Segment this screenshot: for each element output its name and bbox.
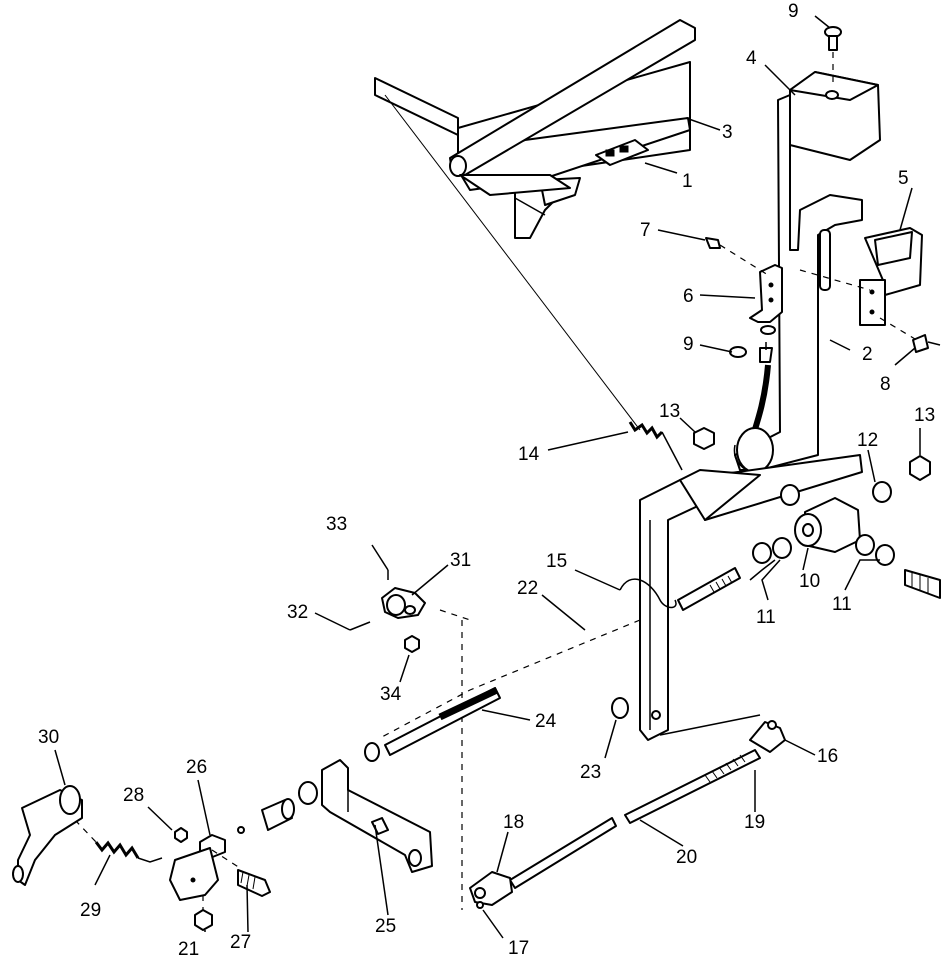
assembly-line <box>659 714 761 736</box>
callout-21: 21 <box>178 939 199 958</box>
callout-9-mid: 9 <box>683 334 694 355</box>
leader-lines <box>54 15 921 939</box>
part-15-strap <box>619 578 677 609</box>
callout-19: 19 <box>744 812 765 833</box>
callout-8: 8 <box>880 374 891 395</box>
part-10-bushing <box>794 497 861 553</box>
callout-29: 29 <box>80 900 101 921</box>
callout-3: 3 <box>722 122 733 143</box>
assembly-line <box>879 317 926 346</box>
assembly-line <box>211 849 241 869</box>
callout-32: 32 <box>287 602 308 623</box>
callout-13-right: 13 <box>914 405 935 426</box>
part-16-rod-end <box>749 720 786 753</box>
callout-18: 18 <box>503 812 524 833</box>
part-3-bracket <box>374 19 696 239</box>
callout-labels: 1 2 3 4 5 6 7 8 9 9 10 11 11 12 13 13 14… <box>38 1 935 958</box>
part-9-screw-top <box>824 26 842 85</box>
callout-17: 17 <box>508 938 529 958</box>
part-32-pin <box>349 621 371 631</box>
callout-24: 24 <box>535 711 557 732</box>
part-8-bolt <box>912 334 941 353</box>
part-22-cable-path <box>379 619 641 739</box>
part-17-pin <box>476 901 484 909</box>
callout-15: 15 <box>546 551 567 572</box>
part-12-washer <box>780 481 892 506</box>
part-7-screw <box>705 237 769 276</box>
callout-10: 10 <box>799 571 820 592</box>
part-24-cable-end <box>364 686 501 762</box>
part-28-nut <box>174 827 188 843</box>
part-31-clamp <box>381 587 426 619</box>
part-25-bracket <box>321 759 433 873</box>
bushing-small <box>298 781 318 805</box>
callout-11-left: 11 <box>756 607 776 628</box>
part-4-cap <box>789 71 881 161</box>
part-30-bracket <box>12 785 83 886</box>
part-29-spring <box>94 840 163 863</box>
threaded-shaft-left <box>677 567 741 611</box>
assembly-line <box>799 269 871 291</box>
part-21-nut <box>194 909 213 931</box>
assembly-line <box>439 609 471 621</box>
part-14-spring <box>628 421 683 471</box>
part-6-plate <box>749 264 783 323</box>
callout-31: 31 <box>450 550 471 571</box>
callout-13-left: 13 <box>659 401 680 422</box>
callout-28: 28 <box>123 785 144 806</box>
threaded-shaft-right <box>904 569 941 599</box>
part-27-bolt <box>237 869 271 897</box>
main-lever-arm <box>639 454 863 741</box>
bell-crank-plate <box>169 847 219 901</box>
callout-20: 20 <box>676 847 697 868</box>
callout-30: 30 <box>38 727 59 748</box>
callout-4: 4 <box>746 48 757 69</box>
small-washer <box>760 325 776 335</box>
part-34-nut <box>404 635 420 653</box>
callout-26: 26 <box>186 757 207 778</box>
part-13-nut-right <box>909 455 931 481</box>
callout-25: 25 <box>375 916 396 937</box>
part-11-washers <box>752 534 895 566</box>
callout-33: 33 <box>326 514 347 535</box>
callout-16: 16 <box>817 746 838 767</box>
part-23-nut <box>611 697 629 719</box>
callout-5: 5 <box>898 168 909 189</box>
part-20-cable <box>509 817 617 889</box>
callout-2: 2 <box>862 344 873 365</box>
callout-14: 14 <box>518 444 540 465</box>
part-5-socket <box>859 227 923 326</box>
part-9-washer <box>729 342 773 363</box>
callout-6: 6 <box>683 286 694 307</box>
pin-small <box>237 826 245 834</box>
callout-22: 22 <box>517 578 538 599</box>
callout-7: 7 <box>640 220 651 241</box>
part-19-threaded-rod <box>624 749 761 824</box>
assembly-line <box>74 819 97 843</box>
callout-27: 27 <box>230 932 251 953</box>
callout-34: 34 <box>380 684 402 705</box>
part-18-rod-end <box>469 871 513 906</box>
callout-9-top: 9 <box>788 1 799 22</box>
callout-23: 23 <box>580 762 601 783</box>
assembly-line <box>384 94 641 431</box>
cable-ferrule <box>261 798 295 831</box>
callout-12: 12 <box>857 430 878 451</box>
part-1-clip <box>595 139 649 166</box>
cable-clamp <box>736 427 774 473</box>
part-13-nut <box>693 427 715 450</box>
callout-1: 1 <box>682 171 693 192</box>
callout-11-right: 11 <box>832 594 852 615</box>
